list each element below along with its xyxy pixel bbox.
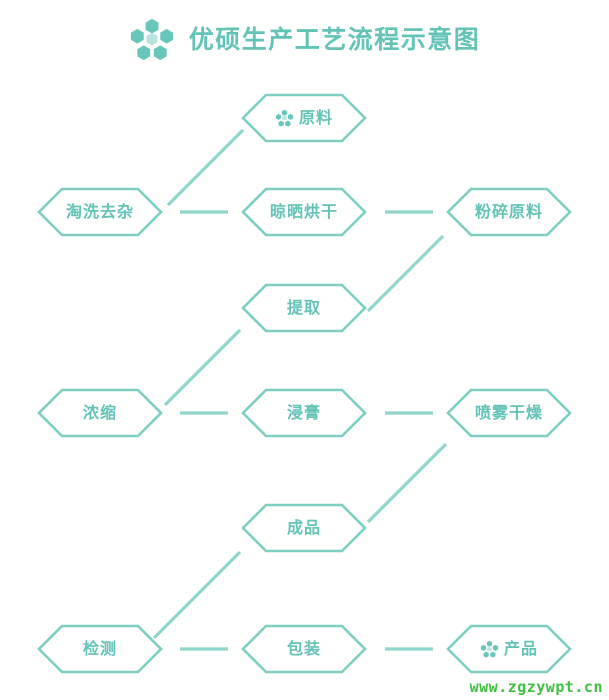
hexagon-outline <box>241 93 367 143</box>
hexagon-outline <box>446 187 572 237</box>
node-content: 原料 <box>241 93 367 143</box>
node-finished-product[interactable]: 成品 <box>241 503 367 553</box>
hexagon-outline <box>37 624 163 674</box>
node-label: 浸膏 <box>286 403 321 422</box>
node-content: 成品 <box>241 503 367 553</box>
node-content: 晾晒烘干 <box>241 187 367 237</box>
node-raw-material[interactable]: 原料 <box>241 93 367 143</box>
node-spray-drying[interactable]: 喷雾干燥 <box>446 388 572 438</box>
node-content: 喷雾干燥 <box>446 388 572 438</box>
node-label: 浓缩 <box>82 403 117 422</box>
hexagon-outline <box>241 283 367 333</box>
hexagon-outline <box>241 187 367 237</box>
hexagon-outline <box>446 388 572 438</box>
node-label: 提取 <box>286 298 321 317</box>
node-content: 检测 <box>37 624 163 674</box>
site-watermark: www.zgzywpt.cn <box>469 678 603 696</box>
node-crushing[interactable]: 粉碎原料 <box>446 187 572 237</box>
node-label: 晾晒烘干 <box>269 202 338 221</box>
edge-crushing-to-extraction <box>366 234 445 313</box>
edge-finished-product-to-inspection <box>152 550 242 640</box>
node-washing[interactable]: 淘洗去杂 <box>37 187 163 237</box>
hexagon-flower-icon <box>130 18 173 61</box>
node-inspection[interactable]: 检测 <box>37 624 163 674</box>
node-label: 喷雾干燥 <box>474 403 543 422</box>
hexagon-outline <box>37 388 163 438</box>
edge-washing-to-raw-material <box>166 128 245 207</box>
hexagon-flower-icon <box>275 109 294 127</box>
node-product[interactable]: 产品 <box>446 624 572 674</box>
node-content: 产品 <box>446 624 572 674</box>
node-content: 淘洗去杂 <box>37 187 163 237</box>
node-label: 原料 <box>298 108 333 127</box>
node-content: 包装 <box>241 624 367 674</box>
edge-extraction-to-concentration <box>163 328 242 407</box>
node-label: 检测 <box>82 639 117 658</box>
hexagon-outline <box>446 624 572 674</box>
diagram-header: 优硕生产工艺流程示意图 <box>0 14 609 64</box>
node-content: 浸膏 <box>241 388 367 438</box>
hexagon-outline <box>241 624 367 674</box>
node-content: 浓缩 <box>37 388 163 438</box>
node-extract-paste[interactable]: 浸膏 <box>241 388 367 438</box>
hexagon-outline <box>241 388 367 438</box>
page-title: 优硕生产工艺流程示意图 <box>188 24 481 54</box>
node-packaging[interactable]: 包装 <box>241 624 367 674</box>
hexagon-outline <box>37 187 163 237</box>
node-label: 粉碎原料 <box>474 202 543 221</box>
node-sun-drying[interactable]: 晾晒烘干 <box>241 187 367 237</box>
node-label: 包装 <box>286 639 321 658</box>
node-extraction[interactable]: 提取 <box>241 283 367 333</box>
node-content: 粉碎原料 <box>446 187 572 237</box>
hexagon-outline <box>241 503 367 553</box>
node-label: 淘洗去杂 <box>65 202 134 221</box>
hexagon-flower-icon <box>480 640 499 658</box>
node-content: 提取 <box>241 283 367 333</box>
node-label: 成品 <box>286 518 321 537</box>
node-concentration[interactable]: 浓缩 <box>37 388 163 438</box>
node-label: 产品 <box>503 639 538 658</box>
edge-spray-drying-to-finished-product <box>366 442 448 524</box>
